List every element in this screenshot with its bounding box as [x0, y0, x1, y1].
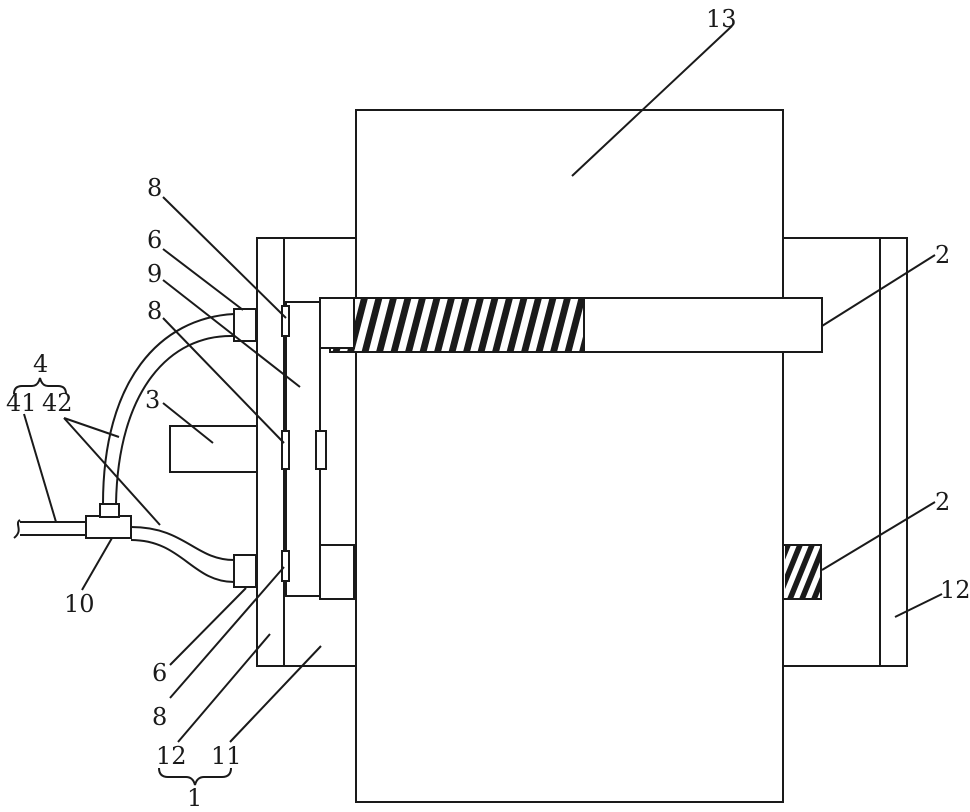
upper-nozzle	[234, 309, 256, 341]
label-nozzle-upper: 6	[147, 226, 162, 254]
upper-screw-rod	[318, 298, 822, 352]
label-tee-joint: 10	[64, 590, 95, 618]
label-sensor-upper: 8	[147, 174, 162, 202]
label-sensor-lower: 8	[152, 703, 167, 731]
lower-bearing	[320, 545, 354, 599]
mid-bearing	[316, 431, 326, 469]
label-sensor-mid: 8	[147, 297, 162, 325]
main-body	[356, 110, 783, 802]
upper-sensor	[282, 306, 289, 336]
thread-stripe	[823, 545, 851, 599]
label-frame: 11	[211, 742, 242, 770]
label-bracket: 9	[147, 260, 162, 288]
lower-nozzle	[234, 555, 256, 587]
block	[170, 426, 257, 472]
label-pipe-inlet: 41	[6, 389, 37, 417]
lower-sensor	[282, 551, 289, 581]
label-pipe-branch: 42	[42, 389, 73, 417]
mid-sensor	[282, 431, 289, 469]
label-pipe-group: 4	[33, 350, 48, 378]
label-screw-upper: 2	[935, 241, 950, 269]
label-plate-left: 12	[156, 742, 187, 770]
label-main-body: 13	[706, 5, 737, 33]
label-nozzle-lower: 6	[152, 659, 167, 687]
bracket	[286, 302, 320, 596]
label-screw-lower: 2	[935, 488, 950, 516]
brace-group-1	[159, 768, 231, 785]
label-assembly: 1	[187, 784, 202, 812]
label-block: 3	[145, 386, 160, 414]
upper-bearing	[320, 298, 354, 348]
label-plate-right: 12	[940, 576, 970, 604]
